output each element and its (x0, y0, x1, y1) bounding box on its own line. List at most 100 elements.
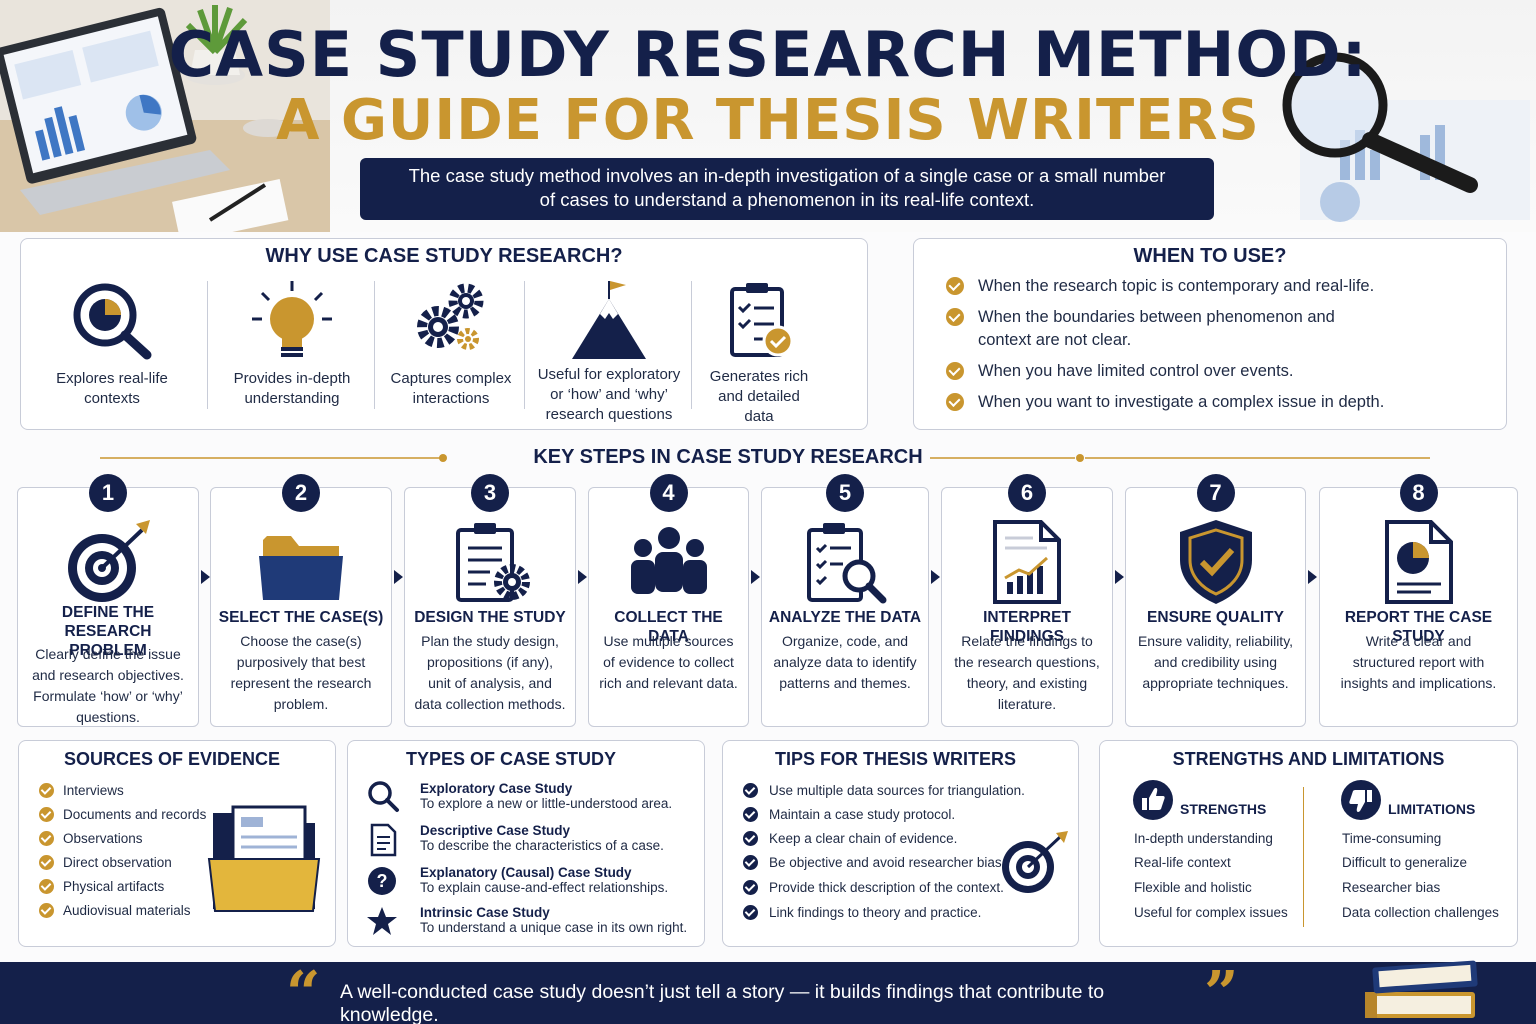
quote-footer (0, 962, 1536, 1024)
question-icon: ? (368, 867, 396, 895)
strength-item: Useful for complex issues (1134, 905, 1288, 920)
step-desc-line: Clearly define the issue (35, 646, 181, 662)
step-desc-line: Write a clear and (1365, 633, 1472, 649)
step-desc-line: Choose the case(s) (240, 633, 362, 649)
check-icon (39, 807, 54, 822)
divider (524, 281, 525, 409)
step-number: 3 (471, 474, 509, 512)
magnifier-chart-illustration (1282, 52, 1530, 222)
step-title: COLLECT THE DATA (614, 609, 723, 645)
source-label: Documents and records (63, 807, 207, 822)
step-desc-line: data collection methods. (414, 696, 566, 712)
tips-panel: TIPS FOR THESIS WRITERS Use multiple dat… (722, 740, 1079, 947)
clipboard-gear-icon (456, 523, 530, 602)
step-desc-line: Use multiple sources (603, 633, 734, 649)
page-subtitle: A GUIDE FOR THESIS WRITERS (276, 88, 1260, 153)
tip-label: Keep a clear chain of evidence. (769, 831, 958, 846)
type-desc: To understand a unique case in its own r… (420, 920, 688, 935)
step-description: Plan the study design, propositions (if … (413, 631, 567, 715)
why-item-label: Generates rich (709, 368, 809, 385)
folder-icon (259, 536, 343, 600)
step-number: 8 (1399, 474, 1438, 512)
step-title: INTERPRET FINDINGS (983, 609, 1071, 645)
intro-line-1: The case study method involves an in-dep… (408, 165, 1166, 186)
when-item-text: When you want to investigate a complex i… (978, 393, 1385, 411)
why-item-label: Provides in-depth (233, 370, 351, 387)
target-arrow-icon (1002, 831, 1068, 893)
step-card-8: 8 REPORT THE CASE STUDY Write a clear an… (1319, 474, 1518, 727)
tip-item: Maintain a case study protocol. (743, 807, 955, 822)
limitation-item: Researcher bias (1342, 880, 1441, 895)
tip-label: Be objective and avoid researcher bias. (769, 855, 1006, 870)
step-arrow (1115, 570, 1124, 584)
why-use-panel: WHY USE CASE STUDY RESEARCH? Explores re… (20, 238, 868, 430)
source-item: Direct observation (39, 855, 172, 870)
intro-line-2: of cases to understand a phenomenon in i… (539, 189, 1035, 210)
step-card-2: 2 SELECT THE CASE(S) Choose the case(s) … (210, 474, 392, 727)
step-arrow (931, 570, 940, 584)
check-icon (39, 879, 54, 894)
type-item: Explanatory (Causal) Case Study To expla… (420, 865, 668, 895)
sl-title: STRENGTHS AND LIMITATIONS (1172, 749, 1445, 769)
open-quote-icon: “ (286, 959, 321, 1024)
step-desc-line: appropriate techniques. (1142, 675, 1289, 691)
strengths-label: STRENGTHS (1180, 801, 1267, 817)
why-item-label: research questions (545, 406, 673, 423)
check-icon (743, 783, 758, 798)
tips-title: TIPS FOR THESIS WRITERS (774, 749, 1016, 769)
gears-icon (417, 283, 484, 350)
report-chart-icon (993, 520, 1061, 604)
source-item: Physical artifacts (39, 879, 164, 894)
step-description: Write a clear and structured report with… (1328, 631, 1509, 694)
shield-check-icon (1179, 520, 1252, 604)
step-desc-line: Formulate ‘how’ or ‘why’ (33, 688, 183, 704)
step-desc-line: theory, and existing (966, 675, 1088, 691)
limitation-item: Difficult to generalize (1342, 855, 1468, 870)
tip-label: Maintain a case study protocol. (769, 807, 956, 822)
step-desc-line: Relate the findings to (961, 633, 1093, 649)
document-icon (370, 823, 397, 857)
when-item-text: When the research topic is contemporary … (978, 277, 1375, 295)
strengths-limitations-panel: STRENGTHS AND LIMITATIONS STRENGTHS In-d… (1099, 740, 1518, 947)
steps-title-rule (100, 454, 1430, 462)
check-icon (743, 905, 758, 920)
footer-quote: A well-conducted case study doesn’t just… (340, 981, 1105, 1024)
tip-label: Provide thick description of the context… (769, 880, 1004, 895)
why-item: Explores real-life contexts (37, 279, 187, 429)
check-icon (946, 277, 964, 295)
step-title: DEFINE THE (61, 604, 155, 621)
step-desc-line: the research questions, (954, 654, 1100, 670)
divider (207, 281, 208, 409)
tip-item: Link findings to theory and practice. (743, 905, 981, 920)
why-item: Generates rich and detailed data (693, 279, 825, 429)
step-title: RESEARCH PROBLEM (64, 623, 152, 659)
step-description: Choose the case(s) purposively that best… (219, 631, 383, 715)
why-item-label: and detailed (718, 388, 800, 405)
step-desc-line: purposively that best (236, 654, 366, 670)
step-card-5: 5 ANALYZE THE DATA Organize, code, and a… (761, 474, 929, 727)
star-icon (367, 907, 397, 935)
mountain-flag-icon (572, 281, 646, 359)
check-icon (39, 783, 54, 798)
step-desc-line: rich and relevant data. (599, 675, 738, 691)
type-name: Exploratory Case Study (420, 781, 573, 796)
type-desc: To explore a new or little-understood ar… (420, 796, 673, 811)
why-item-label: Useful for exploratory (537, 366, 681, 383)
tip-label: Link findings to theory and practice. (769, 905, 982, 920)
check-icon (39, 855, 54, 870)
thumbs-up-icon (1133, 780, 1173, 820)
why-item-label: interactions (412, 390, 490, 407)
when-item: When the research topic is contemporary … (946, 275, 1374, 298)
why-item-label: understanding (244, 390, 340, 407)
step-desc-line: literature. (997, 696, 1057, 712)
step-desc-line: Organize, code, and (781, 633, 909, 649)
step-desc-line: insights and implications. (1340, 675, 1497, 691)
step-description: Organize, code, and analyze data to iden… (770, 631, 920, 694)
source-label: Direct observation (63, 855, 172, 870)
type-name: Descriptive Case Study (420, 823, 571, 838)
close-quote-icon: ” (1204, 959, 1239, 1024)
divider (691, 281, 692, 409)
source-label: Physical artifacts (63, 879, 165, 894)
step-desc-line: patterns and themes. (779, 675, 911, 691)
